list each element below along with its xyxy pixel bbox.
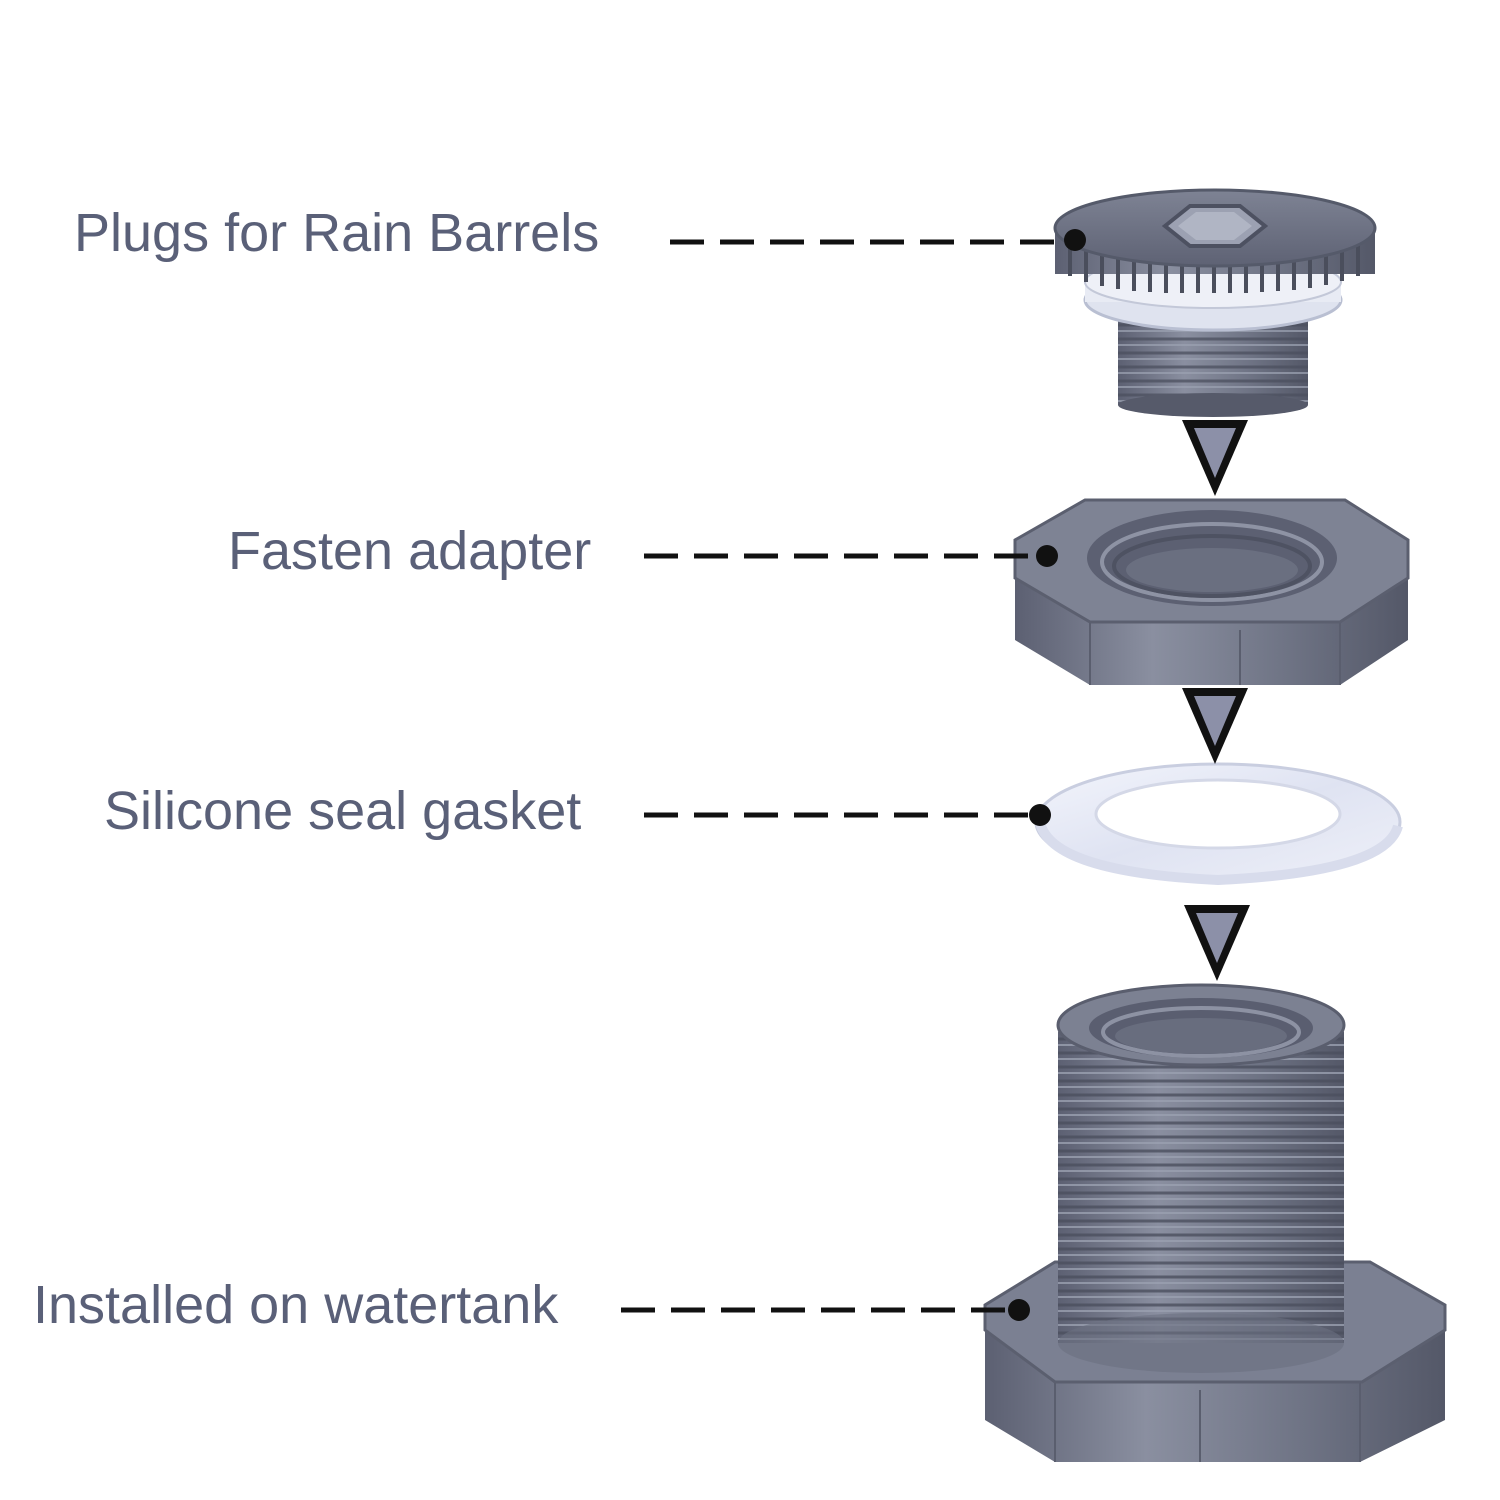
leader-line-adapter: [644, 545, 1058, 567]
leader-line-fitting: [621, 1299, 1030, 1321]
down-arrow-icon: [1184, 905, 1250, 981]
gasket-illustration: [1034, 762, 1403, 886]
fitting-illustration: [983, 983, 1447, 1462]
plug-illustration: [1053, 188, 1377, 417]
leader-dot-icon: [1064, 229, 1086, 251]
leader-line-plug: [670, 229, 1086, 251]
label-plugs-for-rain-barrels: Plugs for Rain Barrels: [74, 203, 600, 263]
down-arrow-icon: [1182, 688, 1248, 764]
leader-dot-icon: [1008, 1299, 1030, 1321]
label-fasten-adapter: Fasten adapter: [228, 521, 592, 581]
adapter-illustration: [1013, 498, 1410, 685]
label-silicone-seal-gasket: Silicone seal gasket: [104, 781, 582, 841]
leader-line-gasket: [644, 804, 1051, 826]
leader-dot-icon: [1036, 545, 1058, 567]
down-arrow-icon: [1182, 420, 1248, 496]
label-installed-on-watertank: Installed on watertank: [33, 1275, 559, 1335]
leader-dot-icon: [1029, 804, 1051, 826]
